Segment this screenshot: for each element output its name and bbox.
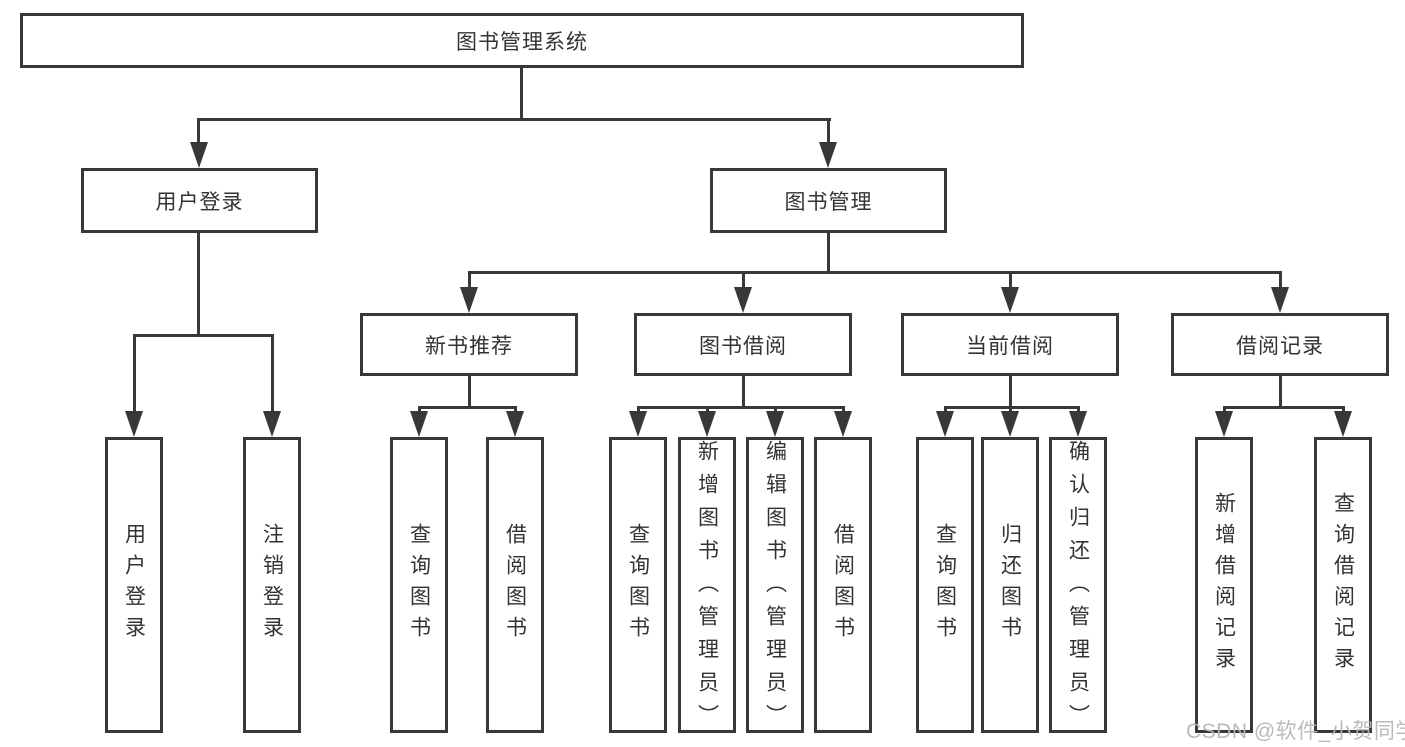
connector-drop-leaf	[514, 406, 517, 415]
connector-rail-new-book-recommend	[418, 406, 517, 409]
leaf-label: 借阅图书	[503, 523, 527, 647]
connector-drop-level3	[468, 271, 471, 290]
connector-stem-current-borrowing	[1009, 376, 1012, 408]
connector-drop-level3	[742, 271, 745, 290]
connector-arrowhead	[1069, 411, 1087, 437]
node-book-management: 图书管理	[710, 168, 947, 233]
leaf-label: 注销登录	[260, 523, 284, 647]
connector-arrowhead	[1271, 287, 1289, 313]
connector-arrowhead	[410, 411, 428, 437]
leaf-edit-books-admin: 编辑图书（管理员）	[746, 437, 804, 737]
node-book-management-label: 图书管理	[784, 190, 873, 214]
leaf-label: 新增借阅记录	[1212, 492, 1236, 678]
node-borrowing-records: 借阅记录	[1171, 313, 1389, 376]
leaf-query-books-2: 查询图书	[609, 437, 667, 733]
leaf-label: 查询借阅记录	[1331, 492, 1355, 678]
connector-drop-leaf	[774, 406, 777, 415]
connector-rail-current-borrowing	[944, 406, 1080, 409]
connector-drop-leaf	[1077, 406, 1080, 415]
leaf-label: 查询图书	[933, 523, 957, 647]
leaf-logout: 注销登录	[243, 437, 301, 733]
connector-drop-level3	[1279, 271, 1282, 290]
connector-arrowhead	[263, 411, 281, 437]
connector-rail-level2	[197, 118, 831, 121]
connector-drop-book-management	[827, 118, 830, 146]
connector-arrowhead	[734, 287, 752, 313]
connector-arrowhead	[460, 287, 478, 313]
node-user-login-label: 用户登录	[155, 190, 244, 214]
connector-arrowhead	[936, 411, 954, 437]
connector-rail-book-borrowing	[637, 406, 845, 409]
connector-drop-leaf	[133, 334, 136, 414]
connector-drop-leaf	[1009, 406, 1012, 415]
leaf-add-books-admin: 新增图书（管理员）	[678, 437, 736, 737]
connector-rail-user-login	[133, 334, 274, 337]
connector-stem-book-management	[827, 233, 830, 273]
connector-arrowhead	[698, 411, 716, 437]
node-book-borrowing-label: 图书借阅	[699, 334, 787, 358]
connector-drop-level3	[1009, 271, 1012, 290]
node-borrowing-records-label: 借阅记录	[1236, 334, 1324, 358]
node-new-book-recommend-label: 新书推荐	[425, 334, 513, 358]
connector-drop-leaf	[418, 406, 421, 415]
leaf-query-books-1: 查询图书	[390, 437, 448, 733]
leaf-query-borrow-record: 查询借阅记录	[1314, 437, 1372, 733]
node-root-label: 图书管理系统	[456, 30, 588, 54]
leaf-borrow-books-1: 借阅图书	[486, 437, 544, 733]
leaf-label: 确认归还（管理员）	[1066, 440, 1090, 737]
connector-arrowhead	[506, 411, 524, 437]
connector-drop-leaf	[706, 406, 709, 415]
node-book-borrowing: 图书借阅	[634, 313, 852, 376]
connector-arrowhead	[1215, 411, 1233, 437]
leaf-user-login: 用户登录	[105, 437, 163, 733]
node-current-borrowing-label: 当前借阅	[966, 334, 1054, 358]
connector-stem-new-book-recommend	[468, 376, 471, 408]
leaf-label: 归还图书	[998, 523, 1022, 647]
connector-arrowhead	[1334, 411, 1352, 437]
node-current-borrowing: 当前借阅	[901, 313, 1119, 376]
connector-arrowhead	[629, 411, 647, 437]
watermark: CSDN @软件_小贺同学	[1186, 720, 1405, 743]
connector-arrowhead	[1001, 411, 1019, 437]
connector-stem-root	[520, 68, 523, 121]
leaf-label: 编辑图书（管理员）	[763, 440, 787, 737]
connector-drop-leaf	[1342, 406, 1345, 415]
connector-arrowhead	[819, 142, 837, 168]
leaf-label: 新增图书（管理员）	[695, 440, 719, 737]
node-user-login: 用户登录	[81, 168, 318, 233]
connector-arrowhead	[1001, 287, 1019, 313]
leaf-query-books-3: 查询图书	[916, 437, 974, 733]
connector-arrowhead	[766, 411, 784, 437]
node-new-book-recommend: 新书推荐	[360, 313, 578, 376]
connector-drop-leaf	[1223, 406, 1226, 415]
leaf-confirm-return-admin: 确认归还（管理员）	[1049, 437, 1107, 737]
connector-drop-leaf	[637, 406, 640, 415]
connector-stem-book-borrowing	[742, 376, 745, 408]
connector-arrowhead	[834, 411, 852, 437]
leaf-label: 查询图书	[626, 523, 650, 647]
connector-rail-borrowing-records	[1223, 406, 1345, 409]
leaf-add-borrow-record: 新增借阅记录	[1195, 437, 1253, 733]
leaf-label: 用户登录	[122, 523, 146, 647]
connector-arrowhead	[125, 411, 143, 437]
connector-drop-user-login	[197, 118, 200, 146]
leaf-return-books: 归还图书	[981, 437, 1039, 733]
connector-rail-level3	[468, 271, 1282, 274]
leaf-label: 查询图书	[407, 523, 431, 647]
connector-stem-borrowing-records	[1279, 376, 1282, 408]
connector-drop-leaf	[842, 406, 845, 415]
leaf-label: 借阅图书	[831, 523, 855, 647]
node-root: 图书管理系统	[20, 13, 1024, 68]
connector-arrowhead	[190, 142, 208, 168]
connector-stem-user-login	[197, 233, 200, 337]
connector-drop-leaf	[271, 334, 274, 414]
connector-drop-leaf	[944, 406, 947, 415]
leaf-borrow-books-2: 借阅图书	[814, 437, 872, 733]
